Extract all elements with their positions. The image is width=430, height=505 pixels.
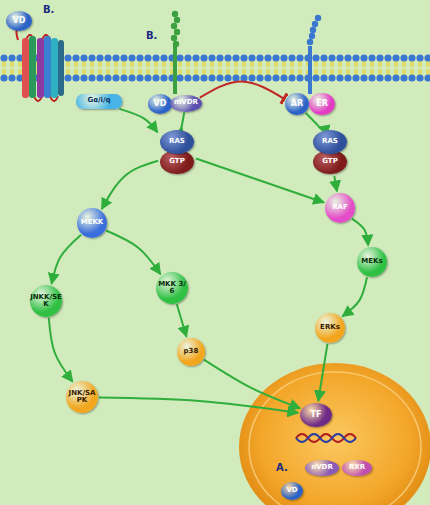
activation-arrow [102, 161, 158, 209]
node-label: MEKs [361, 258, 382, 265]
receptor-bead [315, 15, 321, 21]
node-label: RXR [349, 464, 365, 471]
gtpase-pair: RASGTP [159, 129, 195, 175]
nuclear-envelope [249, 372, 421, 505]
kinase-circle: MEKs [357, 247, 387, 277]
transcription-factor: TF [300, 403, 332, 427]
activation-arrow [177, 304, 187, 336]
gtpase-pair: RASGTP [312, 129, 348, 175]
panel-letter: A. [276, 462, 288, 473]
node-label: JNKK/SEK [30, 294, 62, 309]
node-label: p38 [184, 348, 199, 355]
receptor-box: RXR [342, 460, 372, 476]
steroid-receptor [307, 15, 321, 94]
activation-arrow [196, 159, 324, 203]
kinase-circle: RAF [325, 193, 355, 223]
node-label: Gα/i/q [87, 97, 110, 104]
ras-circle: RAS [313, 130, 347, 154]
activation-arrow [306, 113, 319, 127]
ligand-circle: VD [281, 482, 303, 500]
kinase-circle: MEKK [77, 208, 107, 238]
g-protein-box: Gα/i/q [76, 94, 122, 109]
receptor-circle: ER [309, 93, 335, 115]
node-label: TF [311, 411, 322, 419]
receptor-circle: AR [285, 93, 309, 115]
activation-arrow [106, 231, 160, 275]
gpcr-receptor [16, 29, 64, 101]
node-label: VD [154, 100, 167, 108]
activation-arrow [99, 398, 298, 413]
activation-arrow [318, 344, 327, 401]
nucleus [239, 363, 430, 505]
node-label: MKK 3/6 [156, 281, 188, 296]
kinase-circle: JNK/SAPK [66, 381, 98, 413]
receptor-stalk [173, 44, 177, 94]
inhibition-line [200, 81, 284, 98]
receptor-bead [309, 33, 315, 39]
receptor-box: mVDR [170, 95, 202, 112]
node-label: AR [291, 100, 303, 108]
activation-arrow [181, 112, 184, 128]
activation-arrow [204, 360, 300, 409]
receptor-helix [29, 36, 36, 98]
receptor-bead [173, 41, 179, 47]
node-label: VD [286, 487, 297, 494]
receptor-bead [174, 17, 180, 23]
activation-arrow [119, 109, 157, 133]
panel-letter: B. [146, 30, 157, 41]
receptor-bead [172, 11, 178, 17]
receptor-bead [310, 27, 316, 33]
activation-arrow [334, 176, 337, 191]
ligand-circle: VD [6, 11, 32, 31]
receptor-helix [37, 38, 44, 98]
activation-arrow [352, 219, 368, 246]
receptor-bead [174, 29, 180, 35]
dna-helix [296, 434, 356, 442]
node-label: mVDR [174, 99, 198, 106]
node-label: nVDR [311, 464, 333, 471]
activation-arrow [49, 318, 73, 382]
receptor-bead [171, 35, 177, 41]
receptor-stalk [308, 46, 312, 94]
node-label: ER [316, 100, 328, 108]
node-label: ERKs [320, 324, 340, 331]
dna-strand [296, 434, 356, 442]
kinase-circle: MKK 3/6 [156, 272, 188, 304]
activation-arrow [52, 235, 82, 284]
receptor-loop [16, 29, 58, 101]
receptor-bead [171, 23, 177, 29]
kinase-circle: JNKK/SEK [30, 285, 62, 317]
node-label: RAF [332, 204, 348, 211]
dna-strand [296, 434, 356, 442]
ras-circle: RAS [160, 130, 194, 154]
node-label: JNK/SAPK [66, 390, 98, 405]
panel-letter: B. [43, 4, 54, 15]
receptor-helix [22, 38, 29, 98]
kinase-circle: ERKs [315, 313, 345, 343]
lipid-bilayer [0, 54, 430, 82]
kinase-circle: p38 [177, 338, 205, 366]
receptor-helix [51, 38, 58, 98]
node-label: MEKK [81, 219, 104, 226]
receptor-box: nVDR [305, 460, 339, 476]
vdr-receptor [171, 11, 180, 94]
receptor-bead [307, 39, 313, 45]
activation-arrow [342, 277, 367, 316]
receptor-helix [58, 40, 64, 96]
receptor-helix [44, 36, 51, 98]
node-label: VD [13, 17, 26, 25]
receptor-bead [312, 21, 318, 27]
ligand-circle: VD [148, 94, 172, 114]
